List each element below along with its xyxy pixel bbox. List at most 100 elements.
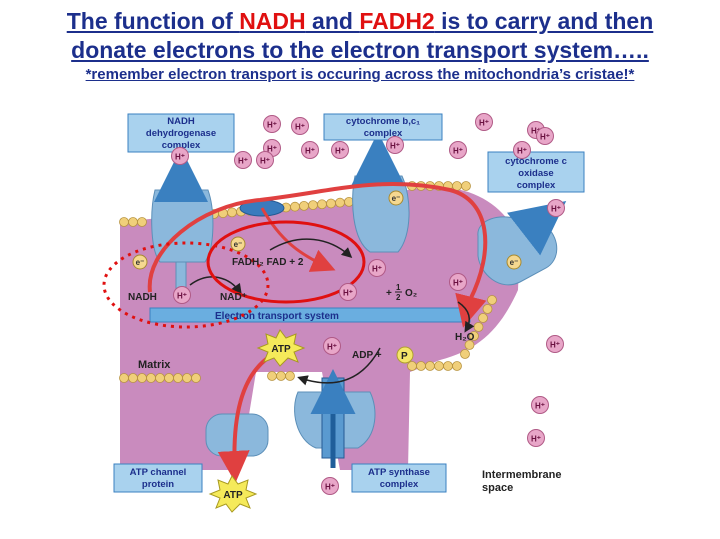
membrane-head [182, 373, 192, 383]
h-ion: H⁺ [449, 141, 467, 159]
label-cytochrome-bc1: cytochrome b,c₁ complex [323, 113, 443, 141]
svg-text:e⁻: e⁻ [392, 194, 401, 203]
svg-text:H⁺: H⁺ [453, 147, 463, 156]
membrane-head [267, 371, 277, 381]
label-line: dehydrogenase [146, 128, 216, 139]
h-ion: H⁺ [256, 151, 274, 169]
title-text: is to carry and then [434, 8, 654, 34]
h-ion: H⁺ [291, 117, 309, 135]
label-line: complex [380, 479, 419, 490]
svg-text:e⁻: e⁻ [136, 258, 145, 267]
water-arrow [457, 301, 475, 333]
membrane-head [335, 197, 345, 208]
h-ion: H⁺ [368, 259, 386, 277]
membrane-head [487, 295, 497, 305]
membrane-head [137, 217, 147, 227]
h-ion: H⁺ [339, 283, 357, 301]
membrane-head [317, 199, 327, 210]
h-ion: H⁺ [449, 273, 467, 291]
membrane-head [434, 361, 444, 371]
nadh-dehydrogenase-stem [175, 261, 187, 291]
h2o-text: H₂O [455, 332, 475, 343]
label-atp-synthase: ATP synthase complex [351, 463, 447, 493]
membrane-head [164, 373, 174, 383]
nadh-highlight-circle [102, 241, 270, 329]
svg-text:H⁺: H⁺ [535, 402, 545, 411]
membrane-head [290, 201, 300, 212]
atp-export-arrow [217, 353, 274, 483]
h-ion: H⁺ [475, 113, 493, 131]
title-line-2: donate electrons to the electron transpo… [71, 37, 649, 63]
title-fadh2: FADH2 [359, 8, 435, 34]
electron-path-arrow [260, 207, 336, 272]
electron: e⁻ [506, 254, 522, 270]
membrane-head [119, 373, 129, 383]
svg-text:H⁺: H⁺ [260, 157, 270, 166]
label-line: ATP channel [130, 467, 187, 478]
adp-text: ADP + [352, 350, 382, 361]
title-line-1: The function of NADH and FADH2 is to car… [0, 8, 720, 35]
membrane-head [227, 207, 237, 218]
membrane-head [308, 200, 318, 210]
svg-text:H⁺: H⁺ [517, 147, 527, 156]
svg-text:e⁻: e⁻ [510, 258, 519, 267]
membrane-head [128, 373, 138, 383]
h-ion: H⁺ [301, 141, 319, 159]
h-ion: H⁺ [531, 396, 549, 414]
title-line-3: *remember electron transport is occuring… [85, 66, 635, 83]
h-ion: H⁺ [527, 429, 545, 447]
electron: e⁻ [230, 236, 246, 252]
h-ion: H⁺ [171, 147, 189, 165]
membrane-head [146, 373, 156, 383]
label-line: cytochrome b,c₁ [346, 116, 420, 127]
membrane-head [482, 304, 493, 314]
intermembrane-label: Intermembrane [482, 469, 561, 481]
svg-text:H⁺: H⁺ [177, 292, 187, 301]
membrane-head [173, 373, 183, 383]
label-line: protein [142, 479, 174, 490]
electron-group: e⁻ e⁻ e⁻ e⁻ [132, 190, 522, 270]
nadh-text: NADH [128, 292, 157, 303]
phosphate-circle [396, 346, 414, 364]
label-line: NADH [167, 116, 195, 127]
membrane-head [128, 217, 138, 227]
h-ion: H⁺ [536, 127, 554, 145]
membrane-head [155, 373, 165, 383]
intermembrane-label: space [482, 482, 513, 494]
svg-text:H⁺: H⁺ [343, 289, 353, 298]
cytochrome-oxidase-protein [477, 216, 558, 286]
title-text: and [305, 8, 360, 34]
atp-text: ATP [271, 344, 291, 355]
svg-text:H⁺: H⁺ [175, 153, 185, 162]
blue-arrow [507, 200, 567, 256]
fad-arrow [269, 238, 353, 259]
fadh2-text: FADH₂ FAD + 2 [232, 257, 304, 268]
h-ion: H⁺ [234, 151, 252, 169]
label-line: ATP synthase [368, 467, 430, 478]
membrane-head [473, 322, 484, 332]
title-text: The function of [66, 8, 240, 34]
svg-text:H⁺: H⁺ [238, 157, 248, 166]
membrane-head [464, 340, 475, 350]
svg-text:H⁺: H⁺ [335, 147, 345, 156]
nad-text: NAD⁺ [220, 292, 247, 303]
membrane-head [425, 361, 435, 371]
h-ion: H⁺ [386, 136, 404, 154]
membrane-head [452, 361, 462, 371]
membrane-head [326, 198, 336, 209]
electron-path-arrow [147, 182, 488, 328]
matrix-region [120, 187, 520, 470]
o2-text: O₂ [405, 288, 417, 299]
membrane-head [461, 181, 471, 191]
membrane-head [478, 313, 488, 323]
svg-text:H⁺: H⁺ [305, 147, 315, 156]
svg-text:H⁺: H⁺ [540, 133, 550, 142]
title-nadh: NADH [239, 8, 306, 34]
half-numerator: 1 [396, 283, 401, 292]
label-nadh-dehydrogenase: NADH dehydrogenase complex [127, 113, 235, 153]
atp-formation-arrow [297, 347, 381, 386]
label-cytochrome-oxidase: cytochrome c oxidase complex [487, 151, 585, 193]
label-line: complex [364, 128, 403, 139]
h-ion: H⁺ [173, 286, 191, 304]
